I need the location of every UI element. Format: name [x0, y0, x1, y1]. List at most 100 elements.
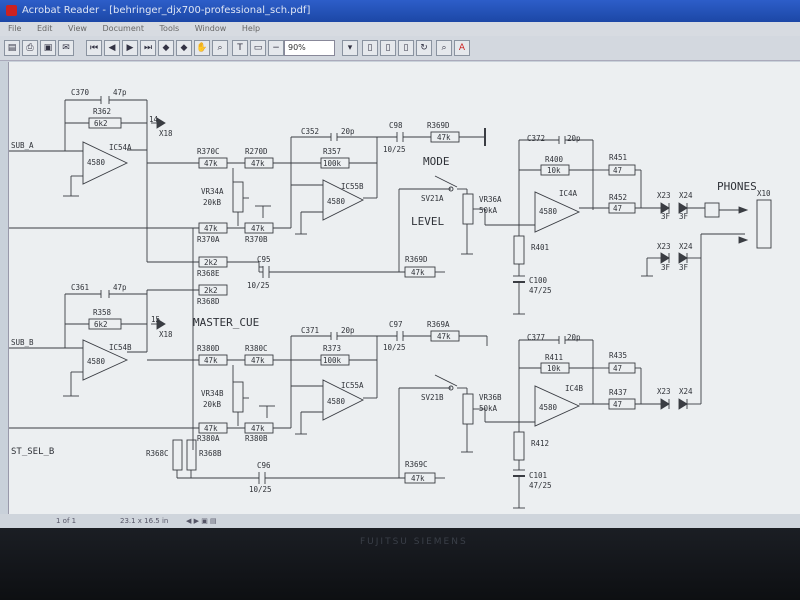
- label-r380d: R380D: [197, 344, 220, 353]
- acrobat-online-icon[interactable]: A: [454, 40, 470, 56]
- label-r369d: R369D: [427, 121, 450, 130]
- value-c372: 20p: [567, 134, 581, 143]
- fit-page-icon[interactable]: ▯: [380, 40, 396, 56]
- label-c361: C361: [71, 283, 89, 292]
- label-sub-a: SUB_A: [11, 141, 34, 150]
- actual-size-icon[interactable]: ▯: [362, 40, 378, 56]
- value-c95: 10/25: [247, 281, 270, 290]
- label-vr36b: VR36B: [479, 393, 502, 402]
- zoom-dropdown-icon[interactable]: ▾: [342, 40, 358, 56]
- label-ic4a: IC4A: [559, 189, 578, 198]
- label-c352: C352: [301, 127, 319, 136]
- label-r368b: R368B: [199, 449, 222, 458]
- value-r370a: 47k: [204, 224, 218, 233]
- label-r451: R451: [609, 153, 627, 162]
- page-size: 23.1 x 16.5 in: [120, 517, 169, 525]
- last-page-icon[interactable]: ⏭: [140, 40, 156, 56]
- menu-tools[interactable]: Tools: [159, 24, 180, 33]
- label-x23a: X23: [657, 191, 671, 200]
- forward-icon[interactable]: ◆: [176, 40, 192, 56]
- label-r368e: R368E: [197, 269, 220, 278]
- value-r369d-2: 47k: [411, 268, 425, 277]
- label-r369c: R369C: [405, 460, 428, 469]
- back-icon[interactable]: ◆: [158, 40, 174, 56]
- label-r401: R401: [531, 243, 549, 252]
- value-c377: 20p: [567, 333, 581, 342]
- page-indicator: 1 of 1: [56, 517, 77, 525]
- label-x23c: X23: [657, 387, 671, 396]
- monitor-brand-logo: FUJITSU SIEMENS: [360, 537, 468, 547]
- label-st-sel-b: ST_SEL_B: [11, 447, 54, 457]
- rotate-icon[interactable]: ↻: [416, 40, 432, 56]
- opamp-ic4a: [534, 191, 581, 233]
- value-vr34b: 20kB: [203, 400, 222, 409]
- save-icon[interactable]: ▣: [40, 40, 56, 56]
- label-r270d: R270D: [245, 147, 268, 156]
- value-r370c: 47k: [204, 159, 218, 168]
- prev-page-icon[interactable]: ◀: [104, 40, 120, 56]
- pin-x18a: 14: [149, 115, 159, 124]
- find-icon[interactable]: ⌕: [436, 40, 452, 56]
- fit-width-icon[interactable]: ▯: [398, 40, 414, 56]
- zoom-tool-icon[interactable]: ⌕: [212, 40, 228, 56]
- graphics-select-icon[interactable]: ▭: [250, 40, 266, 56]
- menu-view[interactable]: View: [67, 24, 87, 33]
- value-r451: 47: [613, 166, 622, 175]
- value-r400: 10k: [547, 166, 561, 175]
- label-vr36a: VR36A: [479, 195, 502, 204]
- type-ic54a: 4580: [87, 158, 106, 167]
- label-c101: C101: [529, 471, 547, 480]
- label-r368d: R368D: [197, 297, 220, 306]
- text-select-icon[interactable]: T: [232, 40, 248, 56]
- menu-document[interactable]: Document: [102, 24, 144, 33]
- hand-tool-icon[interactable]: ✋: [194, 40, 210, 56]
- label-bead2: 3F: [679, 212, 689, 221]
- zoom-field[interactable]: 90%: [284, 40, 335, 56]
- value-r270d: 47k: [251, 159, 265, 168]
- value-r437: 47: [613, 400, 622, 409]
- value-c100: 47/25: [529, 286, 552, 295]
- value-c370: 47p: [113, 88, 127, 97]
- value-r380b: 47k: [251, 424, 265, 433]
- document-view[interactable]: SUB_A SUB_B ST_SEL_B MASTER_CUE MODE LEV…: [8, 62, 800, 514]
- label-r380c: R380C: [245, 344, 268, 353]
- menu-help[interactable]: Help: [241, 24, 261, 33]
- print-icon[interactable]: ⎙: [22, 40, 38, 56]
- value-r357: 100k: [323, 159, 342, 168]
- next-page-icon[interactable]: ▶: [122, 40, 138, 56]
- opamp-ic4b: [534, 385, 581, 427]
- label-c96: C96: [257, 461, 271, 470]
- label-c370: C370: [71, 88, 90, 97]
- opamp-ic54a: [82, 141, 129, 185]
- label-r368c: R368C: [146, 449, 169, 458]
- label-x24b: X24: [679, 242, 693, 251]
- label-ic54b: IC54B: [109, 343, 132, 352]
- open-icon[interactable]: ▤: [4, 40, 20, 56]
- label-ic54a: IC54A: [109, 143, 132, 152]
- value-vr34a: 20kB: [203, 198, 222, 207]
- value-r411: 10k: [547, 364, 561, 373]
- label-sv21a: SV21A: [421, 194, 444, 203]
- value-r369a: 47k: [437, 332, 451, 341]
- value-r435: 47: [613, 364, 622, 373]
- menu-file[interactable]: File: [8, 24, 22, 33]
- zoom-out-icon[interactable]: −: [268, 40, 284, 56]
- label-r435: R435: [609, 351, 627, 360]
- first-page-icon[interactable]: ⏮: [86, 40, 102, 56]
- opamp-ic54b: [82, 339, 129, 381]
- menu-edit[interactable]: Edit: [36, 24, 53, 33]
- label-c97: C97: [389, 320, 403, 329]
- email-icon[interactable]: ✉: [58, 40, 74, 56]
- label-r370b: R370B: [245, 235, 268, 244]
- label-x18a: X18: [159, 129, 173, 138]
- value-r369c: 47k: [411, 474, 425, 483]
- toolbar: ▤ ⎙ ▣ ✉ ⏮ ◀ ▶ ⏭ ◆ ◆ ✋ ⌕ T ▭ − 90% ▾ ▯ ▯ …: [0, 36, 800, 61]
- menu-window[interactable]: Window: [194, 24, 227, 33]
- value-r380d: 47k: [204, 356, 218, 365]
- acrobat-app-icon: [6, 5, 17, 16]
- label-c98: C98: [389, 121, 403, 130]
- value-r380c: 47k: [251, 356, 265, 365]
- window-title: Acrobat Reader - [behringer_djx700-profe…: [22, 5, 311, 16]
- status-nav-icons[interactable]: ◀ ▶ ▣ ▤: [186, 517, 217, 525]
- label-r437: R437: [609, 388, 627, 397]
